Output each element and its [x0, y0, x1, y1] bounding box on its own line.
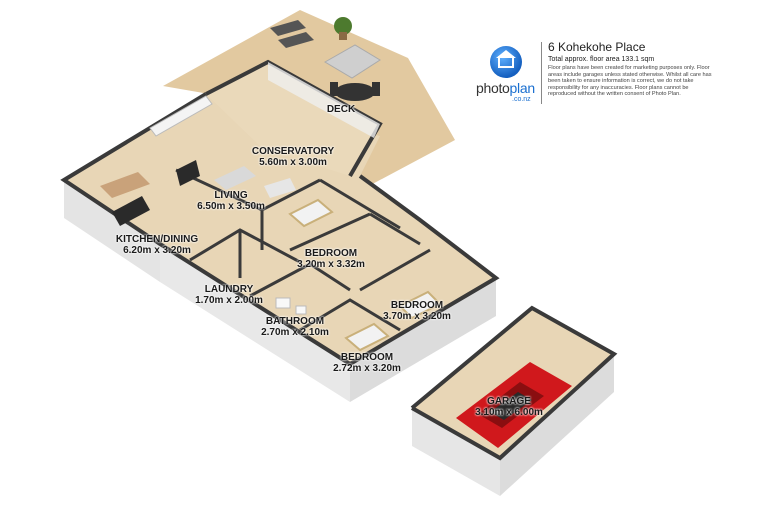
bedroom-beds	[288, 198, 442, 352]
disclaimer-text: Floor plans have been created for market…	[548, 65, 712, 98]
room-label-bedroom-1: BEDROOM 3.20m x 3.32m	[286, 248, 376, 270]
house-globe-icon	[490, 46, 522, 78]
interior-walls	[175, 168, 431, 332]
garage-wall-front	[412, 408, 500, 496]
room-label-bathroom: BATHROOM 2.70m x 2.10m	[250, 316, 340, 338]
conservatory-floor	[206, 62, 380, 176]
room-dimensions: 5.60m x 3.00m	[259, 157, 327, 168]
room-name: LAUNDRY	[204, 284, 254, 295]
house-outer-wall-bottom	[160, 244, 350, 402]
property-address: 6 Kohekohe Place	[548, 40, 646, 54]
room-name: KITCHEN/DINING	[115, 234, 199, 245]
room-name: CONSERVATORY	[251, 146, 335, 157]
potted-plant	[334, 17, 352, 40]
room-name: BATHROOM	[265, 316, 325, 327]
house-wall-top	[60, 92, 500, 367]
room-name: BEDROOM	[304, 248, 358, 259]
kitchen-cabinets	[112, 95, 213, 226]
room-dimensions: 3.10m x 6.00m	[475, 407, 543, 418]
room-dimensions: 2.70m x 2.10m	[261, 327, 329, 338]
room-label-deck: DECK	[316, 104, 366, 115]
garage-wall-right	[500, 354, 614, 496]
conservatory-back-wall	[268, 62, 380, 138]
room-label-laundry: LAUNDRY 1.70m x 2.00m	[184, 284, 274, 306]
room-label-living: LIVING 6.50m x 3.50m	[186, 190, 276, 212]
room-label-bedroom-3: BEDROOM 2.72m x 3.20m	[322, 352, 412, 374]
brand-name-part2: plan	[509, 80, 536, 96]
room-name: DECK	[326, 104, 356, 115]
header-divider	[541, 42, 542, 104]
room-name: BEDROOM	[390, 300, 444, 311]
room-dimensions: 6.20m x 3.20m	[123, 245, 191, 256]
photoplan-logo: photoplan .co.nz	[472, 42, 542, 104]
room-label-garage: GARAGE 3.10m x 6.00m	[464, 396, 554, 418]
umbrella-table	[324, 44, 381, 101]
floor-area: Total approx. floor area 133.1 sqm	[548, 56, 655, 63]
garage-wall-top	[410, 305, 618, 461]
brand-name-part1: photo	[476, 80, 510, 96]
room-label-bedroom-2: BEDROOM 3.70m x 3.20m	[372, 300, 462, 322]
brand-wordmark: photoplan	[476, 80, 535, 96]
living-sofa	[214, 166, 296, 198]
brand-domain: .co.nz	[512, 96, 531, 103]
dining-table	[100, 172, 150, 198]
house-outer-wall-right	[350, 278, 496, 402]
room-dimensions: 2.72m x 3.20m	[333, 363, 401, 374]
room-dimensions: 1.70m x 2.00m	[195, 295, 263, 306]
sun-loungers	[270, 20, 314, 48]
room-dimensions: 3.20m x 3.32m	[297, 259, 365, 270]
room-dimensions: 3.70m x 3.20m	[383, 311, 451, 322]
house-outer-wall-front	[64, 180, 160, 282]
room-label-conservatory: CONSERVATORY 5.60m x 3.00m	[238, 146, 348, 168]
room-name: GARAGE	[487, 396, 531, 407]
room-name: LIVING	[214, 190, 248, 201]
room-name: BEDROOM	[340, 352, 394, 363]
bathroom-fixtures	[275, 297, 307, 315]
room-label-kitchen-dining: KITCHEN/DINING 6.20m x 3.20m	[102, 234, 212, 256]
property-info: 6 Kohekohe Place Total approx. floor are…	[548, 40, 718, 98]
house-floor	[64, 94, 496, 364]
car	[456, 362, 572, 448]
room-dimensions: 6.50m x 3.50m	[197, 201, 265, 212]
